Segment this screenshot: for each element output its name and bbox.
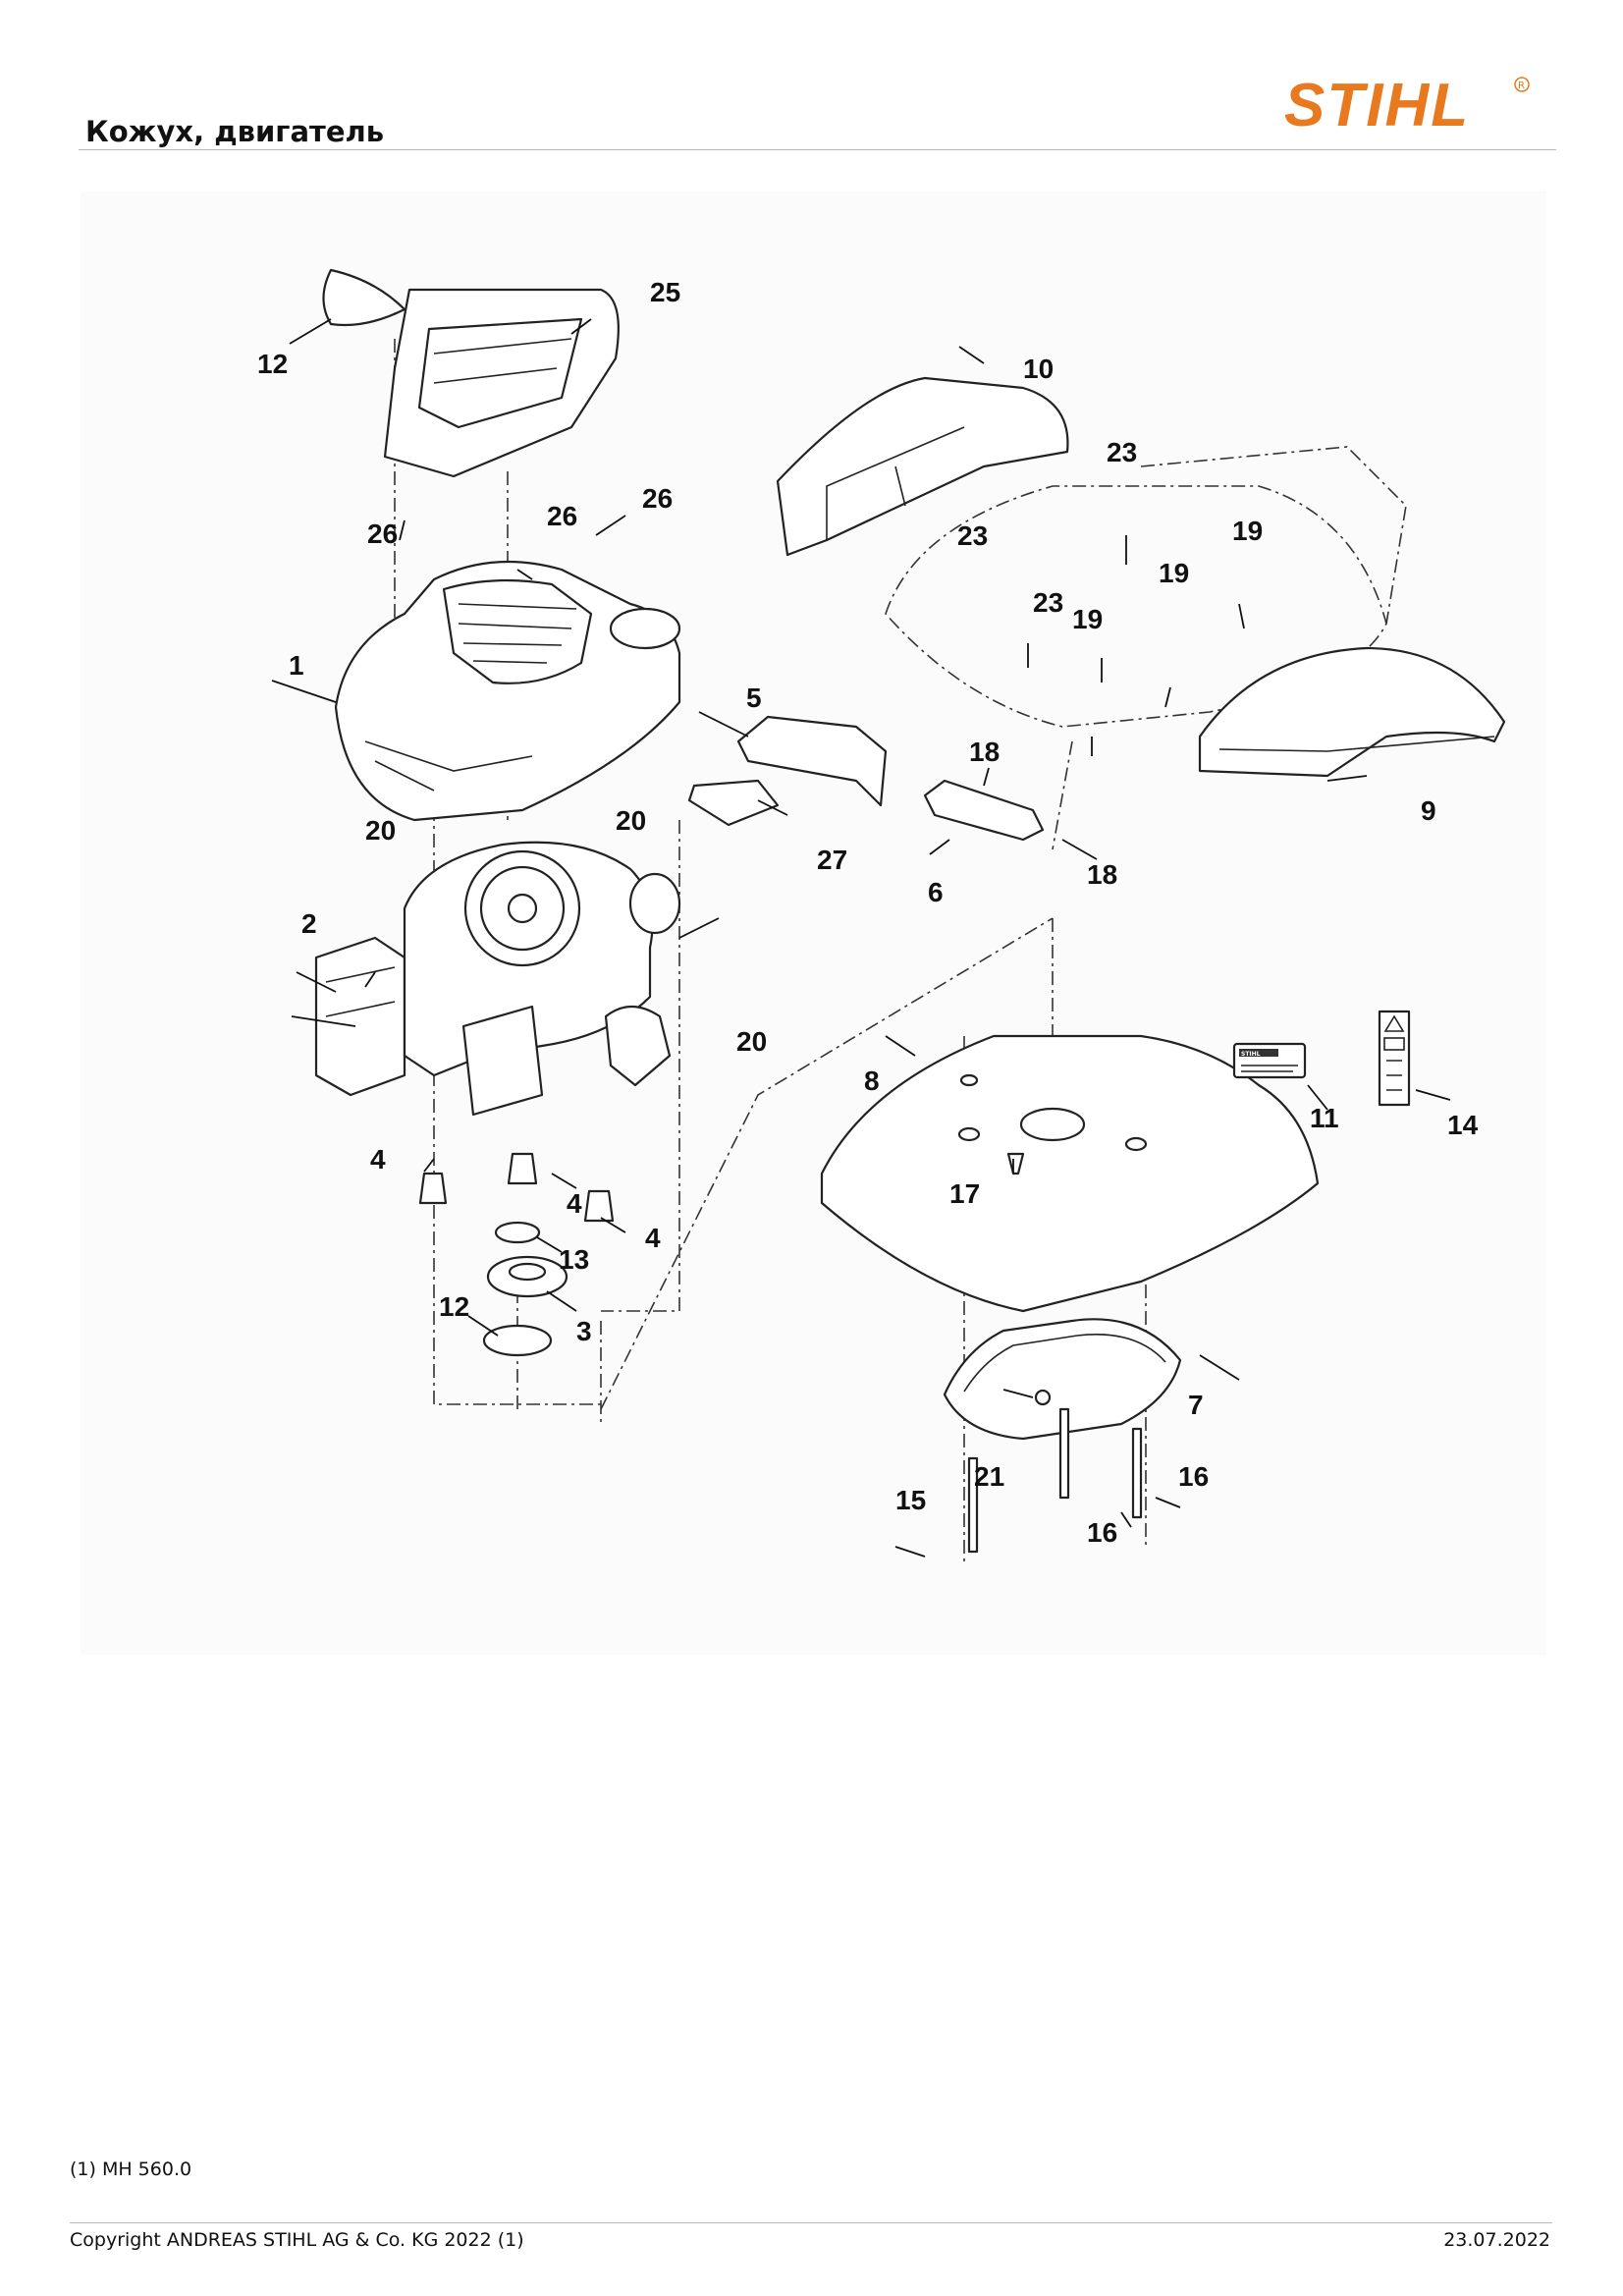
- callout-18-b: 18: [1087, 859, 1117, 890]
- page-title: Кожух, двигатель: [85, 115, 385, 148]
- part-27-label: [687, 779, 780, 827]
- part-14-ring: [494, 1221, 541, 1244]
- callout-23-a: 23: [1107, 437, 1137, 467]
- callout-18-a: 18: [969, 737, 1000, 767]
- part-10-front-guard: [776, 376, 1069, 557]
- part-21-nut: [1034, 1389, 1052, 1406]
- part-8-chassis: [820, 1034, 1320, 1313]
- callout-10: 10: [1023, 354, 1054, 384]
- callout-16-b: 16: [1087, 1517, 1117, 1548]
- callout-3: 3: [576, 1316, 592, 1346]
- part-2-engine: [314, 841, 681, 1117]
- callout-1: 1: [289, 650, 304, 681]
- callout-20-b: 20: [616, 805, 646, 836]
- decal-11-brand: STIHL: [1241, 1051, 1261, 1058]
- part-6-handle: [923, 779, 1045, 842]
- callout-15: 14: [1447, 1110, 1479, 1140]
- callout-17: 17: [949, 1178, 980, 1209]
- part-16-bolt-b: [1058, 1407, 1070, 1500]
- callout-23-c: 23: [1033, 587, 1063, 618]
- svg-text:R: R: [1518, 81, 1525, 91]
- assembly-lines: [394, 339, 1407, 1566]
- callout-20-a: 20: [365, 815, 396, 846]
- callout-2: 2: [301, 908, 317, 939]
- callout-25: 25: [650, 277, 680, 307]
- callout-27: 27: [817, 845, 847, 875]
- callout-21: 21: [974, 1461, 1004, 1492]
- callout-16-a: 15: [895, 1485, 926, 1515]
- part-25-top-cover: [383, 288, 620, 478]
- callout-6: 6: [928, 877, 944, 907]
- callout-20-c: 20: [736, 1026, 767, 1057]
- part-13-ring: [482, 1324, 553, 1357]
- copyright: Copyright ANDREAS STIHL AG & Co. KG 2022…: [70, 2229, 524, 2251]
- part-12-label: [322, 268, 406, 327]
- footer-divider: [70, 2222, 1552, 2223]
- callout-19-b: 19: [1159, 558, 1189, 588]
- part-16-bolt-a: [967, 1456, 979, 1554]
- callout-labels: 12 25 10 1 2 20 20 20 26 26 26 4 4 4 13 …: [257, 277, 1479, 1548]
- callout-12: 12: [257, 349, 288, 379]
- callout-26-b: 26: [547, 501, 577, 531]
- stihl-logo-text: STIHL: [1284, 72, 1470, 139]
- callout-16-c: 16: [1178, 1461, 1209, 1492]
- document-date: 23.07.2022: [1443, 2229, 1550, 2251]
- callout-4-c: 4: [645, 1223, 661, 1253]
- part-9-rear-guard: [1198, 646, 1506, 778]
- callout-11: 11: [1310, 1103, 1339, 1133]
- callout-14: 13: [559, 1244, 589, 1275]
- header-divider: [79, 149, 1556, 150]
- part-1-engine-hood: [334, 560, 681, 822]
- callout-4-b: 4: [567, 1188, 582, 1219]
- part-4-bushing-c: [583, 1189, 615, 1223]
- footnote: (1) MH 560.0: [70, 2159, 192, 2180]
- part-17-rivet: [1006, 1152, 1025, 1175]
- stihl-logo: STIHL R: [1284, 72, 1530, 139]
- part-11-decal: STIHL: [1232, 1042, 1307, 1079]
- callout-4-a: 4: [370, 1144, 386, 1175]
- callout-19-c: 19: [1072, 604, 1103, 634]
- callout-26-c: 26: [642, 483, 673, 514]
- part-5-cover: [736, 715, 888, 807]
- callout-9: 9: [1421, 795, 1436, 826]
- callout-7: 7: [1188, 1390, 1204, 1420]
- part-7-gasket: [943, 1318, 1182, 1441]
- part-15-warning-decal: [1378, 1010, 1411, 1107]
- callout-5: 5: [746, 683, 762, 713]
- diagram-background: [81, 191, 1546, 1655]
- callout-8: 8: [864, 1066, 880, 1096]
- leader-lines: [271, 318, 1451, 1558]
- callout-13: 12: [439, 1291, 469, 1322]
- part-16-bolt-c: [1131, 1427, 1143, 1519]
- callout-26-a: 26: [367, 519, 398, 549]
- part-4-bushing-b: [507, 1152, 538, 1185]
- callout-19-a: 19: [1232, 516, 1263, 546]
- callout-23-b: 23: [957, 520, 988, 551]
- part-4-bushing-a: [418, 1172, 448, 1205]
- exploded-parts-diagram: STIHL: [257, 268, 1506, 1566]
